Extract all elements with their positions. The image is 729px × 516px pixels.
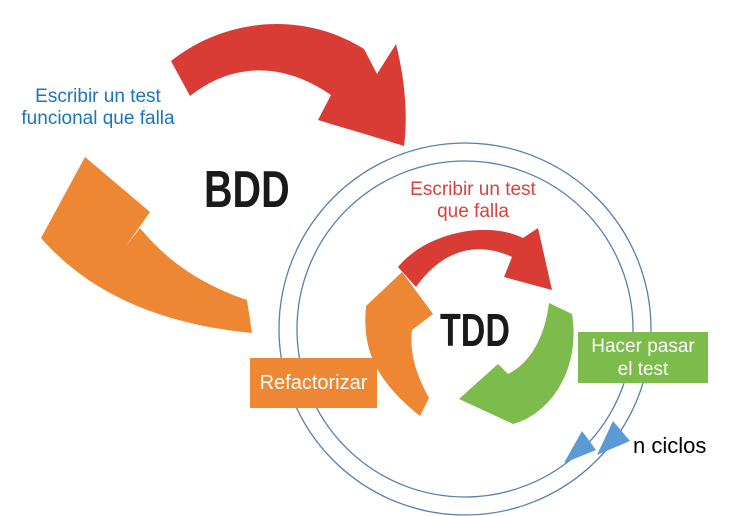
cycles-label: n ciclos: [633, 433, 707, 458]
pass-test-box: Hacer pasar el test: [578, 332, 708, 383]
bdd-step-label-line2: funcional que falla: [21, 108, 175, 129]
tdd-failing-test-label: Escribir un test que falla: [378, 179, 568, 223]
cycle-direction-arrowhead-inner: [564, 431, 596, 463]
tdd-title: TDD: [440, 304, 510, 356]
bdd-title: BDD: [204, 161, 290, 219]
bdd-return-arrow: [41, 157, 252, 333]
bdd-step-label: Escribir un test funcional que falla: [2, 86, 194, 130]
refactor-box-label: Refactorizar: [259, 371, 368, 394]
tdd-failing-test-arrow: [398, 228, 552, 290]
tdd-refactor-arrow: [365, 272, 433, 416]
tdd-failing-test-label-line1: Escribir un test: [410, 179, 536, 200]
inner-cycle-circle: [296, 160, 634, 498]
tdd-failing-test-label-line2: que falla: [437, 201, 509, 222]
tdd-pass-test-arrow: [459, 303, 574, 424]
refactor-box: Refactorizar: [250, 358, 377, 408]
outer-cycle-circle: [278, 142, 652, 516]
cycle-direction-arrowhead-outer: [597, 421, 630, 455]
bdd-forward-arrow: [171, 24, 406, 146]
pass-test-box-line2: el test: [617, 358, 669, 380]
bdd-step-label-line1: Escribir un test: [35, 86, 161, 107]
pass-test-box-line1: Hacer pasar: [591, 335, 695, 357]
